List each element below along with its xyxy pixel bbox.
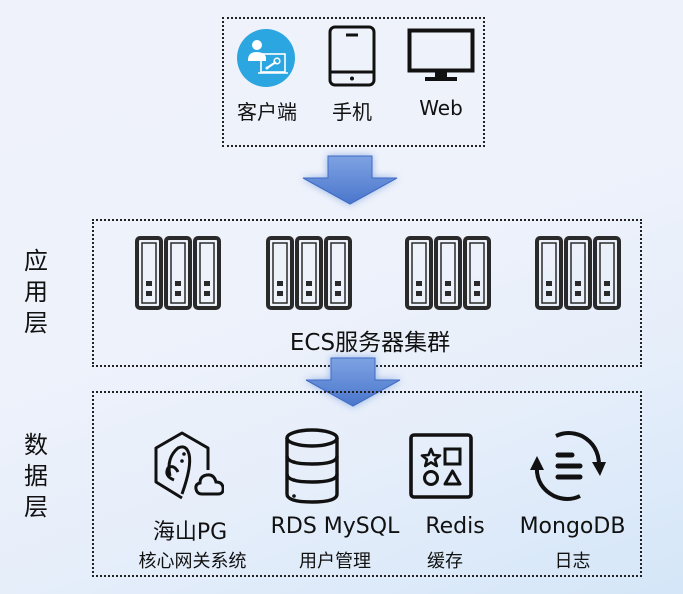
data-layer-label: 数 据 层 (21, 430, 51, 523)
mobile-label: 手机 (332, 100, 372, 124)
client-label: 客户端 (237, 100, 297, 124)
app-layer-label: 应 用 层 (21, 246, 51, 339)
database-icon (284, 428, 340, 504)
datastore-name: RDS MySQL (270, 514, 400, 539)
monitor-icon (407, 28, 475, 84)
ecs-cluster-label: ECS服务器集群 (289, 330, 451, 356)
datastore-name: Redis (425, 514, 485, 539)
app-layer-char: 应 (24, 247, 48, 275)
app-layer-char: 层 (24, 309, 48, 337)
hybrid-cloud-database-icon (152, 430, 225, 500)
web-label: Web (419, 96, 463, 120)
log-sync-icon (528, 428, 608, 504)
client-desktop-icon (236, 28, 296, 88)
data-layer-box (92, 391, 642, 577)
app-layer-char: 用 (24, 278, 48, 306)
data-layer-char: 层 (24, 493, 48, 521)
datastore-desc: 核心网关系统 (138, 551, 247, 572)
datastore-desc: 缓存 (427, 551, 463, 572)
data-layer-char: 据 (24, 462, 48, 490)
down-arrow-icon (300, 155, 400, 205)
datastore-name: MongoDB (519, 514, 626, 539)
server-rack-icon (535, 236, 623, 310)
mobile-phone-icon (327, 25, 377, 87)
down-arrow-icon (303, 357, 403, 407)
server-rack-icon (135, 236, 223, 310)
clients-group-box (222, 17, 485, 147)
server-rack-icon (405, 236, 493, 310)
datastore-name: 海山PG (152, 520, 228, 545)
datastore-desc: 日志 (554, 551, 591, 572)
datastore-desc: 用户管理 (299, 551, 371, 572)
server-rack-icon (266, 236, 354, 310)
data-layer-char: 数 (24, 431, 48, 459)
shapes-cache-icon (408, 432, 474, 500)
